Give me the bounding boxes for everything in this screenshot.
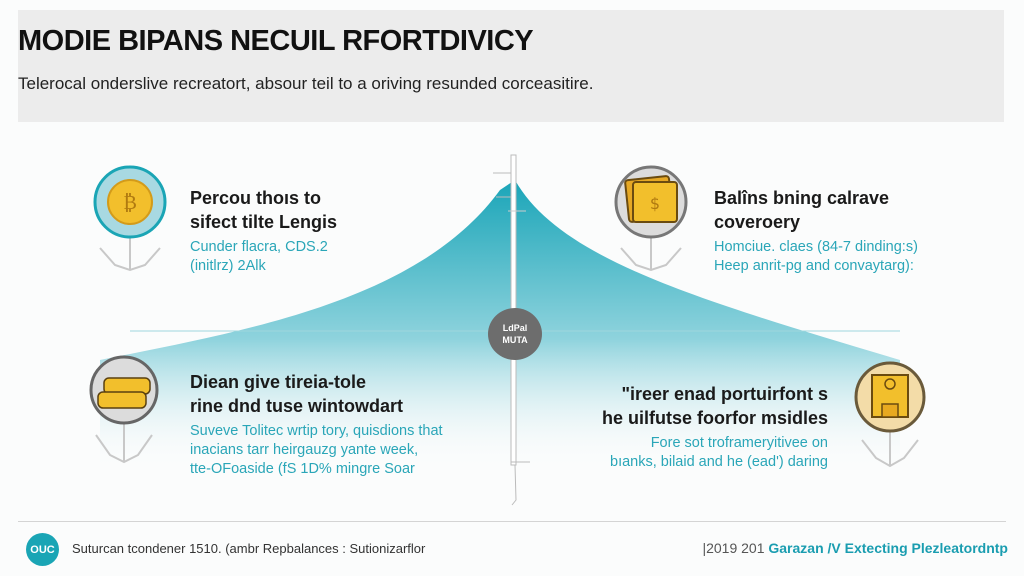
item-title: "ireer enad portuirfont s — [621, 384, 828, 404]
item-desc: bıanks, bilaid and he (ead') daring — [610, 454, 828, 470]
item-title: Balîns bning calrave — [714, 188, 890, 208]
item-desc: Cunder flacra, CDS.2 — [190, 239, 328, 255]
center-badge: LdPal MUTA — [488, 308, 542, 360]
item-bottom-right: "ireer enad portuirfont s he uilfutse foo… — [602, 382, 828, 472]
footer-logo: OUC — [26, 533, 59, 566]
bank-building-icon — [854, 361, 926, 433]
page-title: MODIE BIPANS NECUIL RFORTDIVICY — [18, 25, 534, 57]
item-desc: Fore sot troframeryitivee on — [650, 435, 828, 451]
footer-date: |2019 201 — [702, 540, 765, 556]
header-panel — [18, 10, 1004, 122]
item-desc: tte-OFoaside (fS 1D% mingre Soar — [190, 461, 415, 477]
footer-divider — [18, 521, 1006, 522]
footer-link[interactable]: Garazan /V Extecting Plezleatordntp — [768, 540, 1008, 556]
item-desc: Heep anrit-pg and convaytarg): — [714, 258, 914, 274]
item-title: rine dnd tuse wintowdart — [190, 396, 404, 416]
item-top-left: Percou thoıs to sifect tilte Lengis Cunde… — [190, 186, 337, 276]
svg-text:$: $ — [650, 194, 660, 213]
gold-bars-icon — [89, 355, 159, 425]
center-badge-line2: MUTA — [502, 335, 528, 345]
item-title: he uilfutse foorfor msidles — [601, 408, 828, 428]
bitcoin-coin-icon: ₿ — [93, 165, 167, 239]
footer-right: |2019 201 Garazan /V Extecting Plezleato… — [702, 540, 1008, 556]
item-desc: inacians tarr heirgauzg yante week, — [190, 442, 419, 458]
item-bottom-left: Diean give tireia-tole rine dnd tuse wint… — [190, 370, 443, 479]
item-title: coverоery — [714, 212, 801, 232]
item-desc: Homciue. claes (84-7 dinding:s) — [714, 239, 918, 255]
item-title: sifect tilte Lengis — [190, 212, 338, 232]
item-top-right: Balîns bning calrave coverоery Homciue. c… — [714, 186, 918, 276]
center-badge-line1: LdPal — [502, 323, 528, 333]
footer-text: Suturcan tcondener 1510. (ambr Repbalanc… — [72, 541, 426, 556]
page-subtitle: Telerocal onderslive recreatort, absour … — [18, 74, 594, 93]
item-title: Percou thoıs to — [190, 188, 322, 208]
cash-stack-icon: $ — [614, 165, 688, 239]
item-desc: (initlrz) 2Alk — [190, 258, 266, 274]
item-title: Diean give tireia-tole — [190, 372, 367, 392]
item-desc: Suveve Tolitec wrtip tory, quisdions tha… — [190, 423, 443, 439]
svg-text:₿: ₿ — [123, 190, 137, 214]
